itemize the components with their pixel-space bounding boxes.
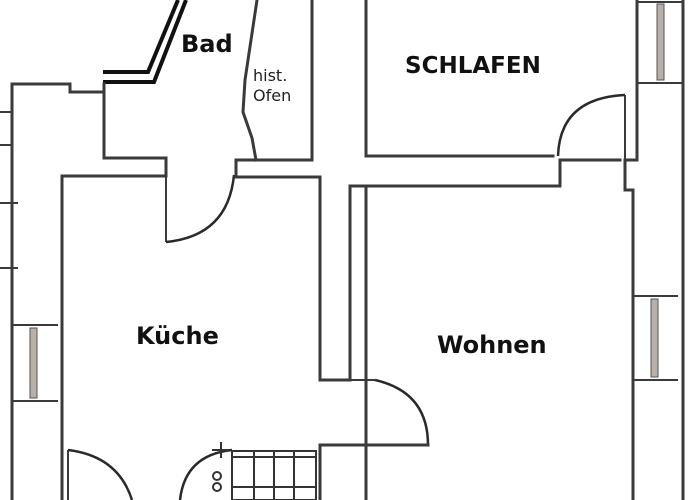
- bad-walls: [102, 0, 314, 177]
- room-label-schlafen: SCHLAFEN: [405, 53, 541, 79]
- room-label-kueche: Küche: [136, 322, 219, 350]
- ofen-label-line2: Ofen: [253, 86, 292, 105]
- room-label-bad: Bad: [181, 30, 233, 58]
- ofen-label-line1: hist.: [253, 66, 288, 85]
- wohnen-door: [318, 184, 430, 500]
- bad-door: [165, 174, 236, 244]
- kueche-walls: [234, 0, 622, 382]
- entry-door: [67, 448, 134, 500]
- schlafen-door: [556, 93, 626, 160]
- bad-exterior-wall: [103, 0, 188, 84]
- room-label-ofen: hist. Ofen: [253, 66, 291, 106]
- room-label-wohnen: Wohnen: [437, 331, 547, 359]
- staircase: [178, 442, 317, 500]
- right-exterior-walls: [623, 0, 685, 500]
- left-corridor-walls: [0, 82, 168, 500]
